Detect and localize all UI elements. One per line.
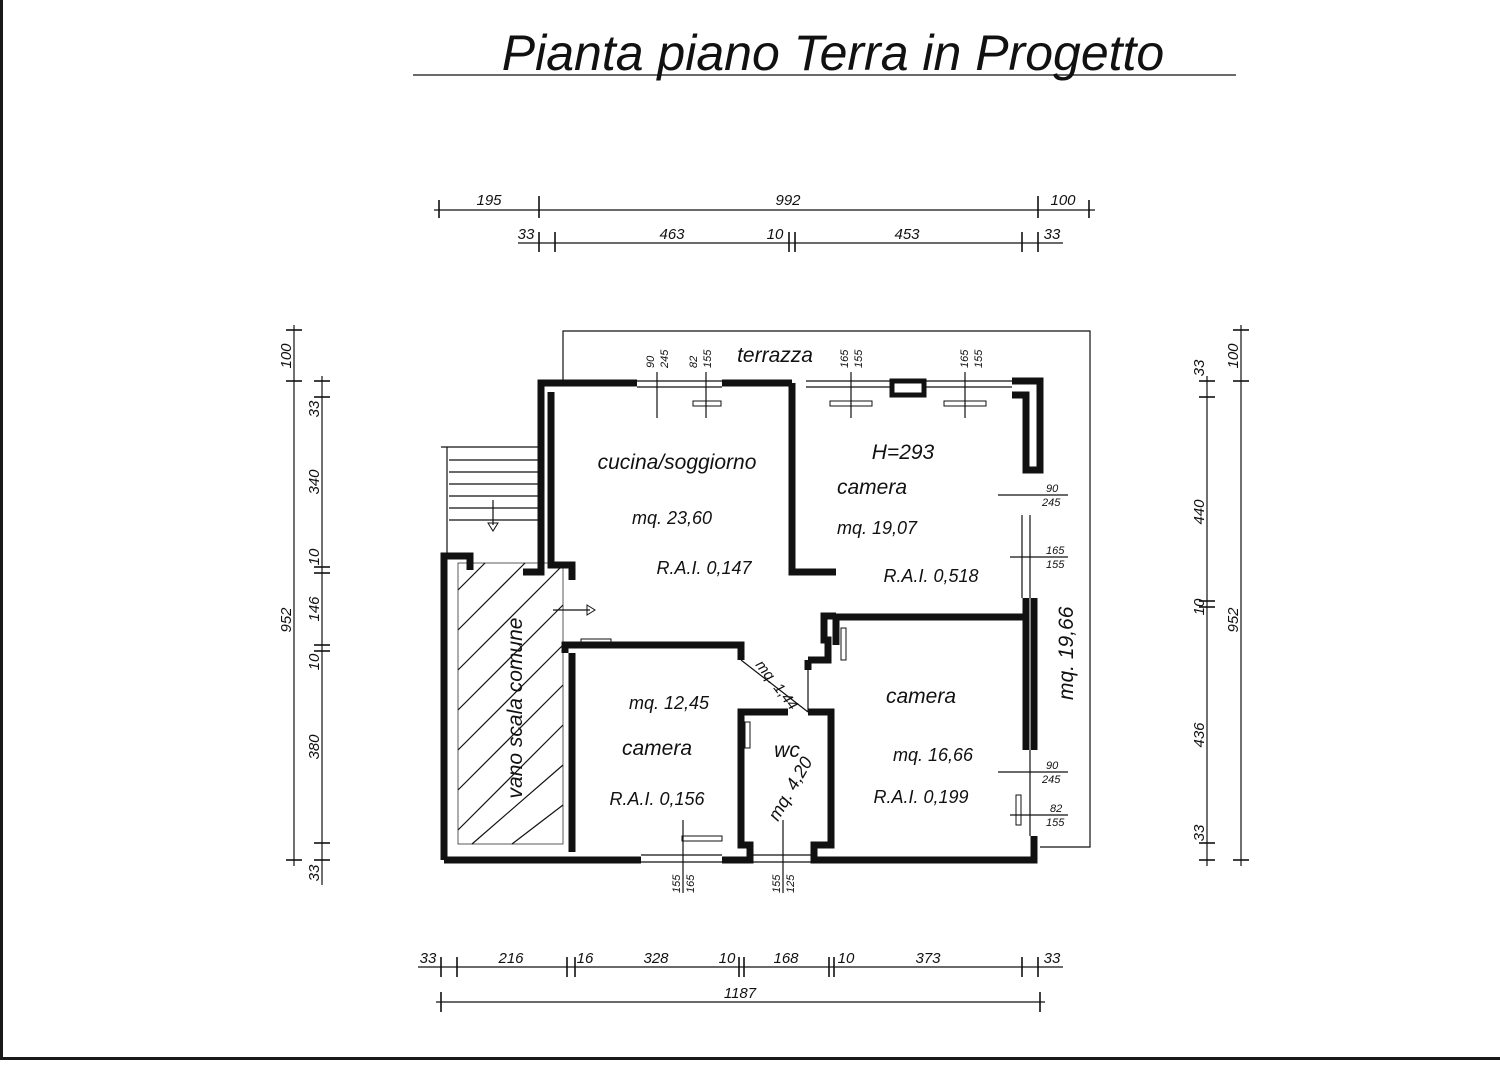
svg-text:33: 33 — [306, 400, 323, 417]
bedroom1-area: mq. 19,07 — [837, 518, 918, 538]
svg-text:90: 90 — [645, 355, 657, 368]
svg-text:90: 90 — [1046, 483, 1059, 495]
bedroom2-rai: R.A.I. 0,199 — [873, 787, 968, 807]
svg-text:155: 155 — [771, 874, 783, 893]
wc-area: mq. 4,20 — [764, 753, 816, 824]
bedroom3-area: mq. 12,45 — [629, 693, 710, 713]
svg-text:245: 245 — [1041, 774, 1061, 786]
dim-bottom-row1: 33 216 16 328 10 168 10 373 33 — [418, 950, 1063, 977]
stair-label: vano scala comune — [504, 618, 527, 799]
svg-text:453: 453 — [894, 226, 920, 243]
svg-text:33: 33 — [1044, 950, 1061, 967]
bedroom1-height: H=293 — [872, 441, 935, 464]
bedroom3-rai: R.A.I. 0,156 — [609, 789, 705, 809]
svg-text:463: 463 — [659, 226, 685, 243]
svg-text:952: 952 — [278, 607, 295, 633]
svg-text:33: 33 — [420, 950, 437, 967]
walls — [440, 377, 1044, 864]
svg-text:82: 82 — [688, 356, 700, 368]
bedroom1-rai: R.A.I. 0,518 — [883, 566, 978, 586]
svg-text:155: 155 — [1046, 817, 1065, 829]
svg-text:33: 33 — [1191, 824, 1208, 841]
windows — [553, 380, 1031, 863]
kitchen-name: cucina/soggiorno — [598, 451, 757, 474]
svg-text:168: 168 — [773, 950, 799, 967]
svg-text:165: 165 — [1046, 545, 1065, 557]
svg-text:216: 216 — [497, 950, 524, 967]
dim-right-inner: 33 440 10 436 33 — [1191, 359, 1215, 866]
svg-text:992: 992 — [775, 192, 801, 209]
svg-text:340: 340 — [306, 469, 323, 495]
bedroom2-area: mq. 16,66 — [893, 745, 974, 765]
frame-left-border — [0, 0, 3, 1060]
svg-text:155: 155 — [853, 349, 865, 368]
svg-text:33: 33 — [306, 864, 323, 881]
terrace-outline — [562, 330, 1091, 848]
plan-title: Pianta piano Terra in Progetto — [502, 25, 1164, 81]
svg-text:10: 10 — [1191, 598, 1208, 615]
svg-text:373: 373 — [915, 950, 941, 967]
svg-text:165: 165 — [959, 349, 971, 368]
svg-text:155: 155 — [1046, 559, 1065, 571]
dim-top-row2: 33 463 10 453 33 — [518, 226, 1063, 252]
svg-text:10: 10 — [306, 548, 323, 565]
svg-text:155: 155 — [671, 874, 683, 893]
svg-text:82: 82 — [1050, 803, 1062, 815]
dim-right-outer: 100 952 — [1225, 325, 1249, 866]
svg-text:195: 195 — [476, 192, 502, 209]
svg-text:328: 328 — [643, 950, 669, 967]
svg-text:165: 165 — [685, 874, 697, 893]
svg-text:155: 155 — [702, 349, 714, 368]
svg-text:952: 952 — [1225, 607, 1242, 633]
dim-left-inner: 33 340 10 146 10 380 33 — [306, 376, 330, 885]
dim-bottom-total: 1187 — [436, 985, 1045, 1012]
frame-bottom-border — [0, 1057, 1500, 1060]
dim-left-outer: 100 952 — [278, 325, 302, 866]
hall-area: mq. 1,44 — [752, 657, 801, 713]
svg-text:440: 440 — [1191, 499, 1208, 525]
svg-text:380: 380 — [306, 734, 323, 760]
kitchen-area: mq. 23,60 — [632, 508, 712, 528]
opening-marks: 90 245 82 155 165 155 165 155 90 245 165… — [645, 349, 1068, 893]
svg-text:33: 33 — [1044, 226, 1061, 243]
svg-text:33: 33 — [1191, 359, 1208, 376]
bedroom3-name: camera — [622, 737, 692, 760]
bedroom2-name: camera — [886, 685, 956, 708]
svg-text:16: 16 — [577, 950, 594, 967]
svg-text:155: 155 — [973, 349, 985, 368]
corridor-area: mq. 19,66 — [1055, 606, 1078, 700]
stair-hatch — [457, 562, 564, 845]
svg-text:10: 10 — [306, 653, 323, 670]
svg-text:245: 245 — [1041, 497, 1061, 509]
terrace-label: terrazza — [737, 344, 813, 367]
svg-text:100: 100 — [1050, 192, 1076, 209]
svg-text:436: 436 — [1191, 722, 1208, 748]
dim-top-row1: 195 992 100 — [434, 192, 1095, 218]
svg-text:100: 100 — [1225, 343, 1242, 369]
svg-text:90: 90 — [1046, 760, 1059, 772]
svg-text:245: 245 — [659, 349, 671, 369]
wc-name: wc — [774, 739, 800, 762]
svg-text:125: 125 — [785, 874, 797, 893]
svg-text:10: 10 — [767, 226, 784, 243]
svg-text:100: 100 — [278, 343, 295, 369]
svg-text:1187: 1187 — [724, 985, 757, 1002]
svg-text:165: 165 — [839, 349, 851, 368]
kitchen-rai: R.A.I. 0,147 — [656, 558, 752, 578]
svg-text:33: 33 — [518, 226, 535, 243]
svg-text:10: 10 — [719, 950, 736, 967]
svg-text:146: 146 — [306, 596, 323, 622]
bedroom1-name: camera — [837, 476, 907, 499]
svg-text:10: 10 — [838, 950, 855, 967]
external-stair — [441, 446, 541, 553]
